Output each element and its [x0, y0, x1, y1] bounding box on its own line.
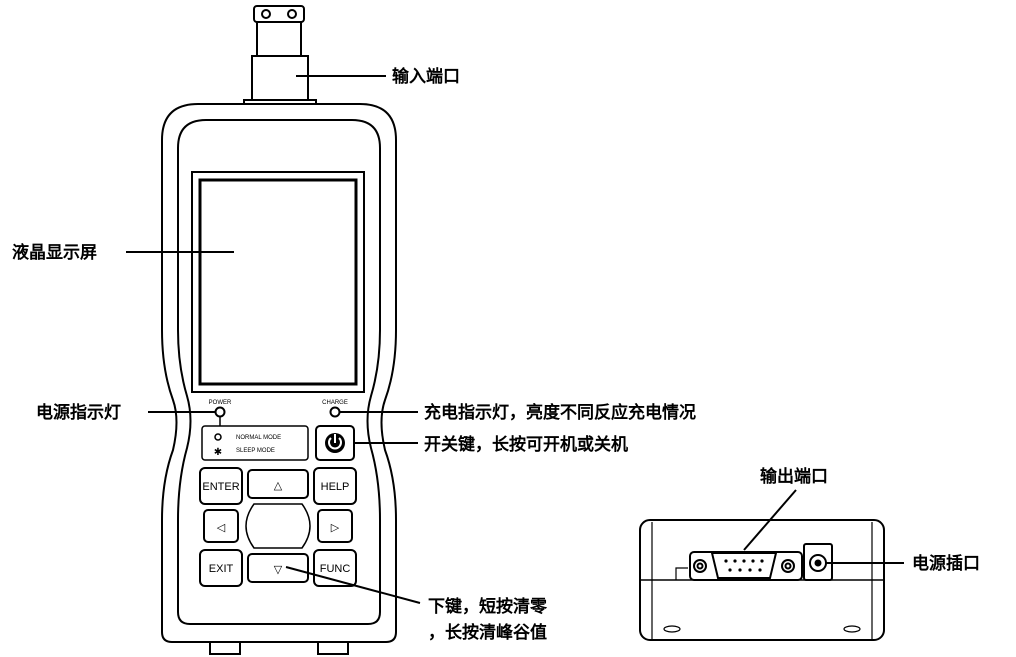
func-button[interactable]: FUNC	[313, 549, 357, 587]
left-button[interactable]: ◁	[203, 509, 239, 543]
db9-output-port	[689, 551, 803, 581]
down-button[interactable]: ▽	[247, 553, 309, 583]
leader-lines	[126, 75, 904, 604]
normal-mode-label: NORMAL MODE	[236, 435, 281, 441]
charge-led	[329, 406, 341, 418]
input-port-label: 输入端口	[392, 66, 460, 87]
power-indicator-label: 电源指示灯	[36, 402, 121, 423]
func-button-label: FUNC	[320, 563, 351, 575]
charge-led-label: CHARGE	[322, 400, 348, 406]
enter-button-label: ENTER	[202, 481, 239, 493]
right-button[interactable]: ▷	[317, 509, 353, 543]
enter-button[interactable]: ENTER	[199, 467, 243, 505]
charge-indicator-label: 充电指示灯，亮度不同反应充电情况	[424, 402, 696, 423]
power-led-label: POWER	[209, 400, 232, 406]
power-led	[214, 406, 226, 426]
normal-mode-icon	[214, 433, 222, 441]
help-button-label: HELP	[321, 481, 350, 493]
power-button[interactable]	[315, 425, 355, 461]
input-connector	[243, 5, 317, 109]
up-arrow-icon: △	[274, 480, 283, 492]
exit-button[interactable]: EXIT	[199, 549, 243, 587]
power-socket	[803, 543, 833, 581]
mode-panel	[201, 425, 309, 461]
sleep-mode-label: SLEEP MODE	[236, 448, 275, 454]
help-button[interactable]: HELP	[313, 467, 357, 505]
up-button[interactable]: △	[247, 469, 309, 499]
lcd-screen	[191, 171, 365, 393]
lcd-screen-label: 液晶显示屏	[12, 242, 97, 263]
output-port-label: 输出端口	[760, 466, 828, 487]
down-key-label-line1: 下键，短按清零	[428, 596, 548, 617]
down-key-label-line2: ，长按清峰谷值	[428, 622, 547, 643]
center-pad	[245, 503, 311, 549]
right-arrow-icon: ▷	[331, 522, 340, 534]
power-socket-label: 电源插口	[912, 553, 980, 574]
down-arrow-icon: ▽	[274, 564, 283, 576]
left-arrow-icon: ◁	[217, 522, 226, 534]
power-key-label: 开关键，长按可开机或关机	[424, 434, 628, 455]
sleep-mode-icon: ✱	[214, 447, 222, 458]
exit-button-label: EXIT	[209, 563, 234, 575]
